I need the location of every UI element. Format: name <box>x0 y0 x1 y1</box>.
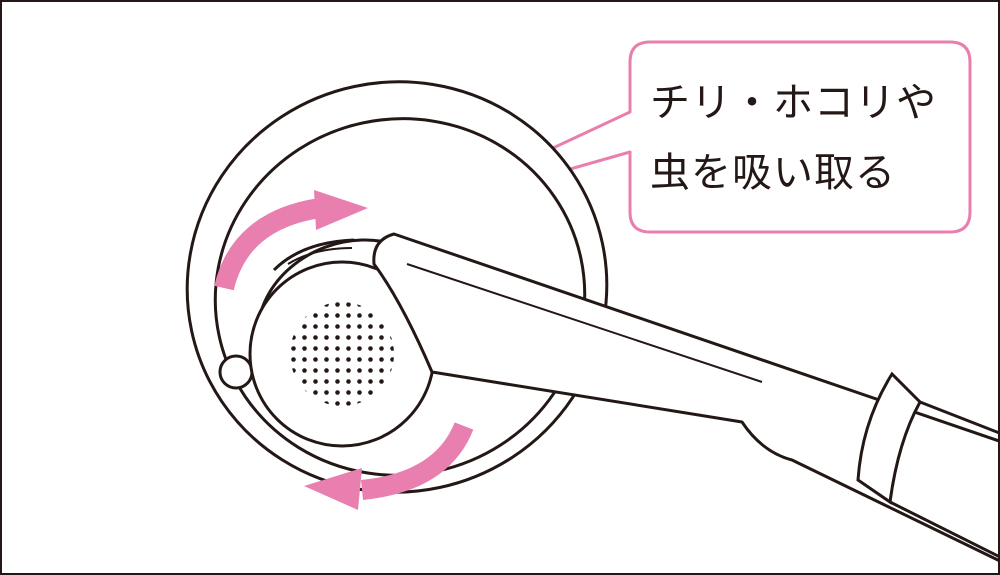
detector-indicator-lamp <box>218 354 254 390</box>
arrow-top-body <box>214 198 322 291</box>
vacuum-nozzle-icon <box>372 232 998 562</box>
hose-top-edge <box>919 400 998 435</box>
sensor-cylinder-rim <box>272 238 355 272</box>
arrow-bottom-body <box>360 421 474 500</box>
sensor-grill-holes <box>290 302 394 406</box>
speech-bubble-shape <box>410 40 972 234</box>
callout-line-2: 虫を吸い取る <box>650 150 896 196</box>
nozzle-body <box>372 232 998 562</box>
callout-text: チリ・ホコリや 虫を吸い取る <box>650 68 950 208</box>
callout-line-1: チリ・ホコリや <box>650 80 937 126</box>
arrow-top-head <box>314 190 368 230</box>
hose-bottom-edge <box>889 500 998 558</box>
arrow-bottom-head <box>304 468 362 510</box>
circular-arrows-icon <box>214 190 474 510</box>
nozzle-edge-line <box>406 263 763 383</box>
speech-bubble <box>410 40 972 234</box>
sensor-cylinder-rim-inner <box>287 247 353 265</box>
